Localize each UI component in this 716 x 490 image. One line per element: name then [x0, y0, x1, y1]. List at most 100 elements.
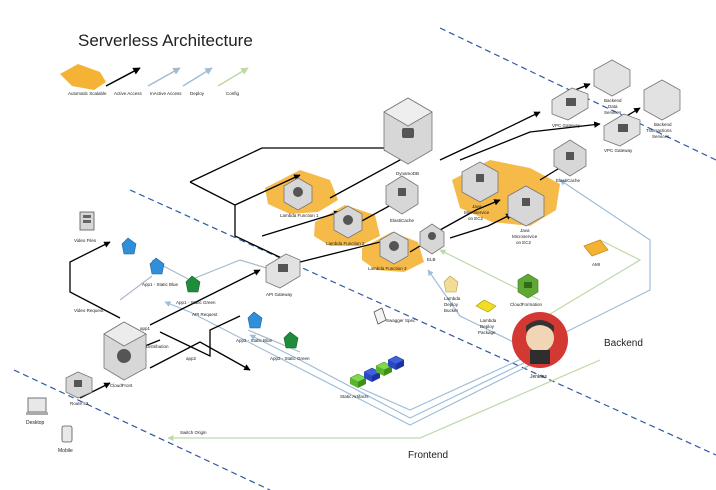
mobile-node[interactable]: Mobile: [58, 425, 73, 454]
vpc-gateway-2-icon: [618, 124, 628, 132]
ami-node[interactable]: AMI: [583, 239, 609, 267]
active-to-lambda1: [234, 174, 301, 206]
connections: [69, 83, 651, 441]
label-app2-blue: App2 - Static Blue: [236, 338, 273, 343]
app2-static-green-node[interactable]: App2 - Static Green: [270, 331, 310, 361]
deploy-ec2: [539, 179, 651, 346]
java-microservice-2-node[interactable]: Java Microservice on EC2: [507, 185, 545, 245]
label-switch-origin: Switch Origin: [180, 430, 207, 435]
active-elb-java2: [449, 213, 513, 239]
lambda-deploy-bucket-node[interactable]: Lambda Deploy Bucket: [443, 275, 461, 313]
active-to-dynamodb: [189, 144, 391, 183]
cloudfront-node[interactable]: CloudFront: [103, 321, 147, 388]
label-java1-l2: Microservice: [464, 210, 490, 215]
route53-icon: [74, 380, 82, 387]
inactive-app1-blue: [151, 259, 281, 281]
elasticache-2-icon: [566, 152, 574, 160]
label-backend-tx-l3: Services: [652, 134, 670, 139]
deploy-lambda: [427, 269, 531, 351]
label-backend-tx-l2: Transactions: [646, 128, 672, 133]
label-app2-green: App2 - Static Green: [270, 356, 310, 361]
desktop-icon: [27, 397, 47, 413]
elasticache-node[interactable]: ElastiCache: [385, 175, 419, 223]
video-bucket-node[interactable]: [121, 237, 137, 255]
active-video-request: [69, 241, 121, 319]
active-api-request: [149, 269, 261, 326]
active-route53-cloudfront: [79, 382, 111, 399]
legend-config-label: Config: [226, 91, 240, 96]
video-files-node[interactable]: Video Files: [74, 211, 97, 243]
cloudformation-node[interactable]: CloudFormation: [510, 273, 543, 307]
label-java2-l3: on EC2: [516, 240, 532, 245]
swagger-spec-node[interactable]: Swagger Spec: [373, 307, 416, 325]
cloudfront-icon: [117, 349, 131, 363]
app2-static-blue-node[interactable]: App2 - Static Blue: [236, 311, 273, 343]
legend-deploy-label: Deploy: [190, 91, 205, 96]
label-route53: Route 53: [70, 401, 89, 406]
backend-transactions-services-node[interactable]: Backend Transactions Services: [643, 79, 681, 139]
api-gateway-node[interactable]: API Gateway: [265, 253, 301, 297]
lambda-3-icon: [389, 241, 399, 251]
active-to-lambda3: [299, 238, 389, 263]
zone-label-frontend: Frontend: [408, 450, 448, 461]
legend-deploy-line: [182, 67, 213, 87]
label-lambda-bucket-l1: Lambda: [444, 296, 461, 301]
lambda-function-3-node[interactable]: Lambda Function 3: [368, 231, 409, 271]
label-lambda-bucket-l2: Deploy: [444, 302, 459, 307]
desktop-node[interactable]: Desktop: [26, 397, 48, 426]
jenkins-node[interactable]: Jenkins: [512, 312, 568, 380]
active-app2-route: [159, 315, 241, 358]
lambda-deploy-package-node[interactable]: Lambda Deploy Package: [475, 299, 497, 335]
label-lambda-pkg-l1: Lambda: [480, 318, 497, 323]
legend-inactive-label: InActive Access: [150, 91, 182, 96]
api-gateway-icon: [278, 264, 288, 272]
swagger-doc-icon: [373, 307, 387, 325]
deploy-app2: [249, 334, 531, 419]
inactive-video-files: [119, 275, 153, 301]
label-app2-route: app2: [186, 356, 197, 361]
label-lambda1: Lambda Function 1: [280, 213, 319, 218]
label-java2-l1: Java: [520, 228, 530, 233]
lambda-function-2-node[interactable]: Lambda Function 2: [326, 205, 365, 246]
video-bucket-icon: [121, 237, 137, 255]
active-to-lambda2: [261, 210, 341, 237]
label-lambda-pkg-l3: Package: [478, 330, 496, 335]
elasticache-2-node[interactable]: ElastiCache: [553, 139, 587, 183]
zone-label-backend: Backend: [604, 338, 643, 349]
elb-node[interactable]: ELB: [419, 223, 445, 262]
label-backend-tx-l1: Backend: [654, 122, 672, 127]
label-vpc2: VPC Gateway: [604, 148, 633, 153]
mobile-icon: [61, 425, 73, 443]
vpc-gateway-1-node[interactable]: VPC Gateway: [551, 87, 589, 128]
label-api-gateway: API Gateway: [266, 292, 293, 297]
label-video-files: Video Files: [74, 238, 97, 243]
label-backend-data-l1: Backend: [604, 98, 622, 103]
vpc-gateway-1-icon: [566, 98, 576, 106]
active-api-gateway-left: [189, 181, 291, 263]
label-api-request: API Request: [192, 312, 218, 317]
label-lambda3: Lambda Function 3: [368, 266, 407, 271]
label-cloudfront: CloudFront: [110, 383, 133, 388]
deploy-app1: [164, 301, 531, 426]
legend-config-line: [217, 67, 249, 87]
label-app1-route: app1: [140, 326, 151, 331]
java-microservice-1-node[interactable]: Java Microservice on EC2: [461, 161, 499, 221]
lambda-function-1-node[interactable]: Lambda Function 1: [280, 177, 319, 218]
label-mobile: Mobile: [58, 448, 73, 454]
label-video-request: Video Request: [74, 308, 104, 313]
legend-scalable-label: Automatic Scalable: [68, 91, 107, 96]
backend-data-services-node[interactable]: Backend Data Services: [593, 59, 631, 115]
app1-static-green-node[interactable]: App1 - Static Green: [176, 275, 216, 305]
lambda-package-icon: [475, 299, 497, 313]
static-artifacts-node[interactable]: Static Artifacts: [340, 355, 405, 399]
ami-icon: [583, 239, 609, 257]
route53-node[interactable]: Route 53: [65, 371, 93, 406]
vpc-gateway-2-node[interactable]: VPC Gateway: [603, 113, 641, 153]
legend-scalable-swatch: [60, 64, 106, 90]
active-to-vpc2: [459, 121, 601, 161]
deploy-static: [359, 354, 531, 411]
app1-static-blue-node[interactable]: App1 - Static Blue: [142, 257, 179, 287]
dynamodb-node[interactable]: DynamoDB: [383, 97, 433, 176]
ec2-2-icon: [522, 198, 530, 206]
